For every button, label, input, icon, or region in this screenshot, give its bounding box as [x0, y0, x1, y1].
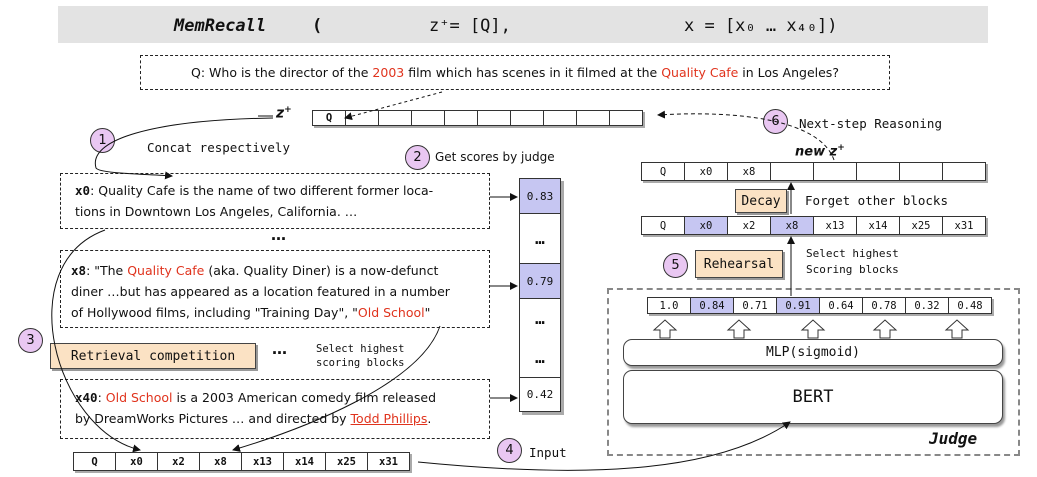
input-seq-cell: x31 — [367, 452, 410, 471]
ranked-seq-cell: x31 — [942, 216, 986, 235]
judge-score-cell: 1.0 — [647, 297, 691, 314]
judge-score-cell: 0.84 — [690, 297, 734, 314]
zplus-cell — [609, 110, 643, 126]
step-6-text: Next-step Reasoning — [799, 116, 942, 131]
input-seq-cell: x2 — [157, 452, 200, 471]
judge-box — [607, 288, 1020, 456]
next-step-arrow — [657, 110, 835, 161]
step-2-text: Get scores by judge — [435, 150, 555, 164]
hollow-up-arrow — [726, 319, 752, 339]
judge-label: Judge — [929, 429, 978, 448]
step-1-text: Concat respectively — [147, 140, 290, 155]
concat-arrow — [94, 117, 274, 180]
step-5-badge: 5 — [663, 253, 688, 278]
score-column: 0.83…0.79……0.42 — [519, 178, 561, 412]
ranked-seq-cell: x8 — [770, 216, 814, 235]
score-cell: … — [519, 299, 561, 337]
input-seq-cell: x0 — [115, 452, 158, 471]
select-note: Select highest scoring blocks — [316, 343, 405, 369]
zplus-cell: Q — [312, 110, 346, 126]
zplus-sequence: Q — [312, 110, 643, 126]
judge-score-cell: 0.48 — [948, 297, 992, 314]
score-cell: 0.79 — [519, 263, 561, 299]
judge-score-cell: 0.32 — [905, 297, 949, 314]
new-zplus-cell: x8 — [727, 162, 771, 181]
block-x0: x0: Quality Cafe is the name of two diff… — [60, 173, 490, 229]
decay-tag: Decay — [735, 189, 787, 213]
title-name: MemRecall — [174, 16, 267, 36]
forget-text: Forget other blocks — [805, 193, 948, 208]
bert-box: BERT — [623, 370, 1003, 424]
mlp-output-arrows — [652, 319, 970, 339]
judge-score-cell: 0.64 — [819, 297, 863, 314]
mlp-box: MLP(sigmoid) — [623, 339, 1003, 366]
question-arrow — [344, 91, 443, 121]
hollow-up-arrow — [944, 319, 970, 339]
score-cell: 0.83 — [519, 178, 561, 214]
title-x: x = [x₀ … x₄₀]) — [684, 16, 838, 36]
step-3-badge: 3 — [18, 328, 43, 353]
ranked-seq-cell: x13 — [813, 216, 857, 235]
ranked-seq-cell: x14 — [856, 216, 900, 235]
score-cell: 0.42 — [519, 377, 561, 412]
hollow-up-arrow — [652, 319, 678, 339]
x8-select-arrow — [232, 325, 441, 452]
input-seq-cell: x25 — [325, 452, 368, 471]
judge-score-cell: 0.71 — [733, 297, 777, 314]
score-cell: … — [519, 214, 561, 263]
rehearsal-tag: Rehearsal — [695, 250, 783, 278]
judge-score-cell: 0.91 — [776, 297, 820, 314]
score-cell: … — [519, 337, 561, 377]
question-text: Q: Who is the director of the 2003 film … — [191, 65, 839, 80]
ellipsis-2: … — [272, 340, 289, 358]
new-zplus-cell — [942, 162, 986, 181]
ranked-seq-cell: x0 — [684, 216, 728, 235]
hollow-up-arrow — [872, 319, 898, 339]
step-4-badge: 4 — [497, 438, 522, 463]
step-4-text: Input — [529, 445, 567, 460]
question-box: Q: Who is the director of the 2003 film … — [140, 55, 890, 90]
hollow-up-arrow — [800, 319, 826, 339]
title-zplus: z⁺= [Q], — [429, 16, 511, 36]
new-zplus-cell: Q — [641, 162, 685, 181]
title-bar: MemRecall ( z⁺= [Q], x = [x₀ … x₄₀]) — [58, 6, 988, 43]
retrieval-competition-tag: Retrieval competition — [50, 343, 256, 369]
x0-select-arrow — [51, 229, 141, 453]
step-5-text: Select highest Scoring blocks — [806, 247, 899, 276]
step-2-badge: 2 — [405, 145, 430, 170]
zplus-label: z+ — [276, 105, 292, 122]
ellipsis-1: … — [271, 226, 288, 244]
block-x8: x8: "The Quality Cafe (aka. Quality Dine… — [60, 250, 490, 328]
title-paren: ( — [312, 16, 323, 36]
input-arrow — [417, 421, 791, 471]
